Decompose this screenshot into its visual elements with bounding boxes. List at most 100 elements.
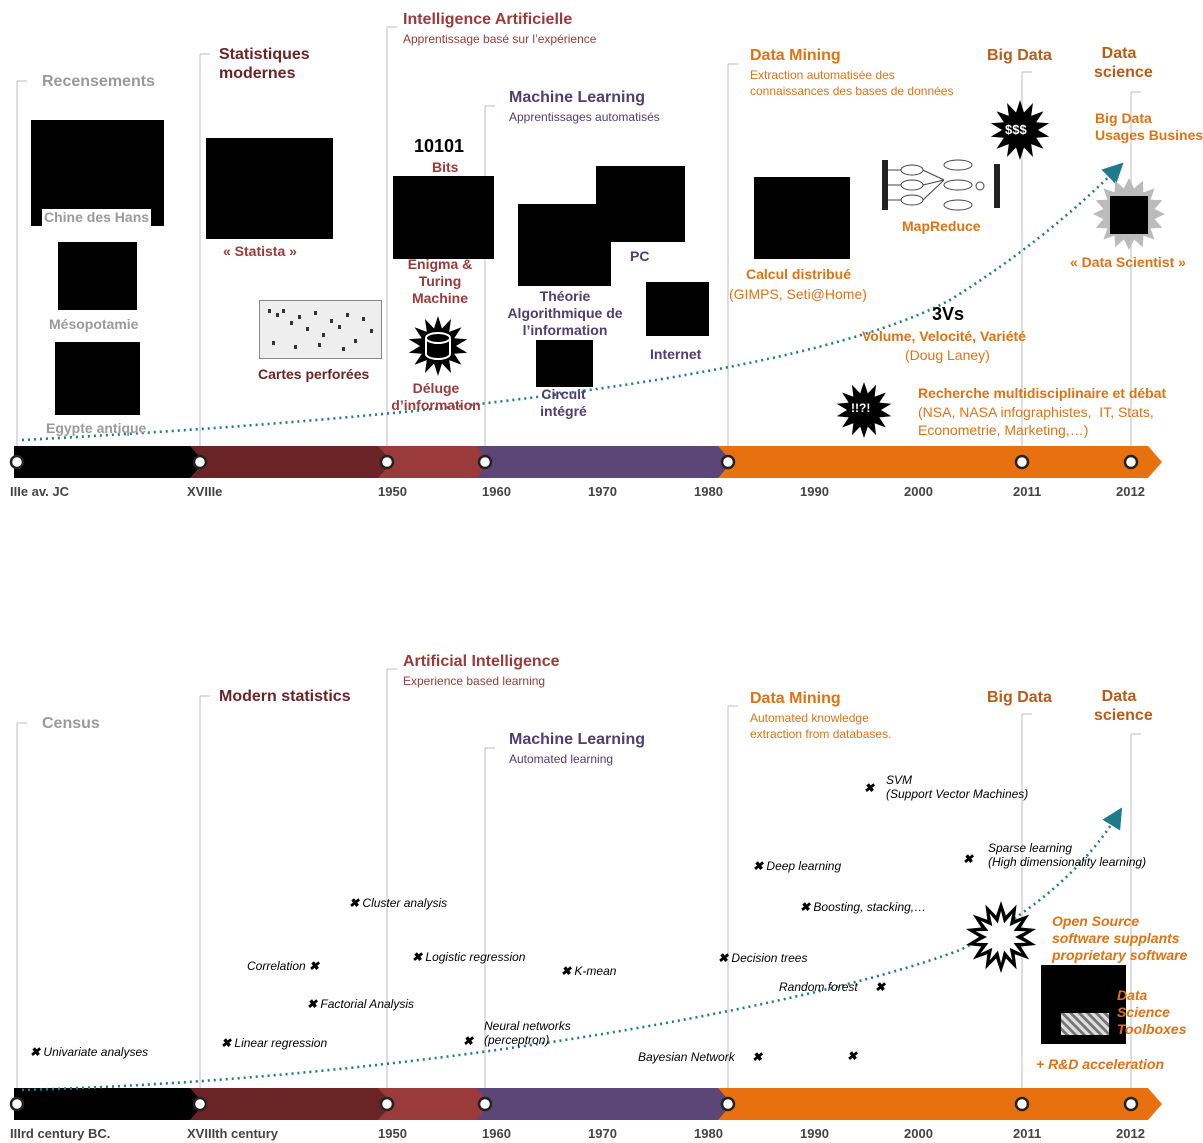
label-cartes: Cartes perforées [258,366,370,382]
bottom-timeline-dot-6 [1123,1096,1139,1112]
bottom-timeline-dot-3 [477,1096,493,1112]
method-neural-cross: ✖ [463,1034,473,1048]
bottom-timeline-dot-4 [720,1096,736,1112]
scientist-image [1110,196,1148,234]
cross-icon: ✖ [752,1050,763,1064]
era-dm-subtitle: Extraction automatisée des connaissances… [750,68,954,99]
top-timeline-dot-5 [1014,454,1030,470]
bottom-timeline-dot-0 [9,1096,25,1112]
label-theorie: Théorie Algorithmique de l’information [507,288,623,338]
top-era-arrow-0 [14,446,204,478]
cross-icon: ✖ [221,1036,232,1050]
label-toolboxes: Data Science Toolboxes [1117,987,1187,1037]
era-bigdata-title: Big Data [987,47,1052,64]
exclaim-burst-icon [836,382,892,438]
method-sparse: Sparse learning (High dimensionality lea… [988,841,1147,869]
statista-image [206,138,333,239]
en-era-dm-title: Data Mining [750,690,841,707]
en-axis-label-9: 2012 [1116,1126,1145,1141]
top-era-arrow-4 [718,446,1162,478]
top-era-arrow-1 [190,446,392,478]
method-factorial: ✖ Factorial Analysis [307,997,414,1011]
axis-label-5: 1980 [694,484,723,499]
axis-label-3: 1960 [482,484,511,499]
method-neural: Neural networks (perceptron) [484,1019,571,1047]
reduce-node-1 [943,179,973,191]
axis-label-7: 2000 [904,484,933,499]
chine-image [31,120,164,226]
method-label: K-mean [574,964,617,978]
shuffle-edge-1 [922,179,945,186]
egypte-image [55,342,140,415]
label-gimps: (GIMPS, Seti@Home) [729,286,867,302]
mapreduce-diagram-icon [882,159,1000,211]
label-calcul: Calcul distribué [746,266,852,282]
axis-label-0: IIIe av. JC [10,484,70,499]
method-decision-trees: ✖ Decision trees [718,951,807,965]
method-correlation: Correlation ✖ [247,959,319,973]
cross-icon: ✖ [875,980,886,994]
method-label: Decision trees [731,951,808,965]
era-stats-title: Statistiques modernes [219,46,310,83]
en-axis-label-0: IIIrd century BC. [10,1126,111,1141]
label-chine: Chine des Hans [42,209,152,226]
en-era-ml-subtitle: Automated learning [509,752,614,766]
method-svm-cross: ✖ [864,781,874,795]
bottom-era-arrow-3 [476,1088,732,1120]
mapreduce-input-bar [882,160,888,210]
top-era-arrow-3 [476,446,732,478]
label-statista: « Statista » [223,243,297,259]
en-axis-label-7: 2000 [904,1126,933,1141]
bottom-timeline-dot-1 [192,1096,208,1112]
en-axis-label-8: 2011 [1013,1126,1042,1141]
era-datascience-title: Data science [1094,45,1153,82]
label-recherche-sub: (NSA, NASA infographistes, IT, Stats, Ec… [918,404,1154,438]
cross-icon: ✖ [718,951,729,965]
pc-image [596,166,685,242]
en-axis-label-6: 1990 [800,1126,829,1141]
circuit-image [536,340,593,387]
top-timeline-graphics [9,26,1165,478]
cross-icon: ✖ [309,959,320,973]
reduce-node-0 [943,159,973,171]
bottom-timeline-dot-2 [379,1096,395,1112]
en-axis-label-2: 1950 [378,1126,407,1141]
en-era-stats-title: Modern statistics [219,688,351,705]
method-label: Cluster analysis [362,896,448,910]
axis-label-9: 2012 [1116,484,1145,499]
enigma-image [393,176,494,259]
bottom-era-arrow-4 [718,1088,1162,1120]
label-laney: (Doug Laney) [905,347,990,363]
exclaim-badge-text: !!?! [851,401,871,415]
punch-card-image [259,300,382,359]
cross-icon: ✖ [800,900,811,914]
label-mesopotamie: Mésopotamie [49,316,139,332]
era-ai-subtitle: Apprentissage basé sur l’expérience [403,32,597,46]
cross-icon: ✖ [463,1034,474,1048]
cross-icon: ✖ [349,896,360,910]
en-era-datascience-title: Data science [1094,688,1153,725]
cross-icon: ✖ [30,1045,41,1059]
label-bits: Bits [432,159,459,175]
shuffle-edge-2 [922,179,945,201]
method-label: Deep learning [766,859,842,873]
map-node-1 [900,179,924,191]
axis-label-8: 2011 [1013,484,1042,499]
top-timeline-dot-4 [720,454,736,470]
cross-icon: ✖ [561,964,572,978]
label-egypte: Egypte antique [46,420,147,436]
mesopotamie-image [58,242,137,310]
axis-label-2: 1950 [378,484,407,499]
theorie-image [518,204,611,286]
method-label: Bayesian Network [638,1050,735,1064]
label-vvv: Volume, Velocité, Variété [862,328,1026,344]
bottom-trend-arrow [21,807,1123,1092]
method-label: Boosting, stacking,… [813,900,927,914]
method-svm: SVM (Support Vector Machines) [886,773,1029,801]
method-kmean: ✖ K-mean [561,964,616,978]
mapreduce-output-bar [994,164,1000,208]
label-3vs: 3Vs [932,304,965,324]
cross-icon: ✖ [412,950,423,964]
top-timeline-dot-3 [477,454,493,470]
top-era-arrow-2 [378,446,490,478]
